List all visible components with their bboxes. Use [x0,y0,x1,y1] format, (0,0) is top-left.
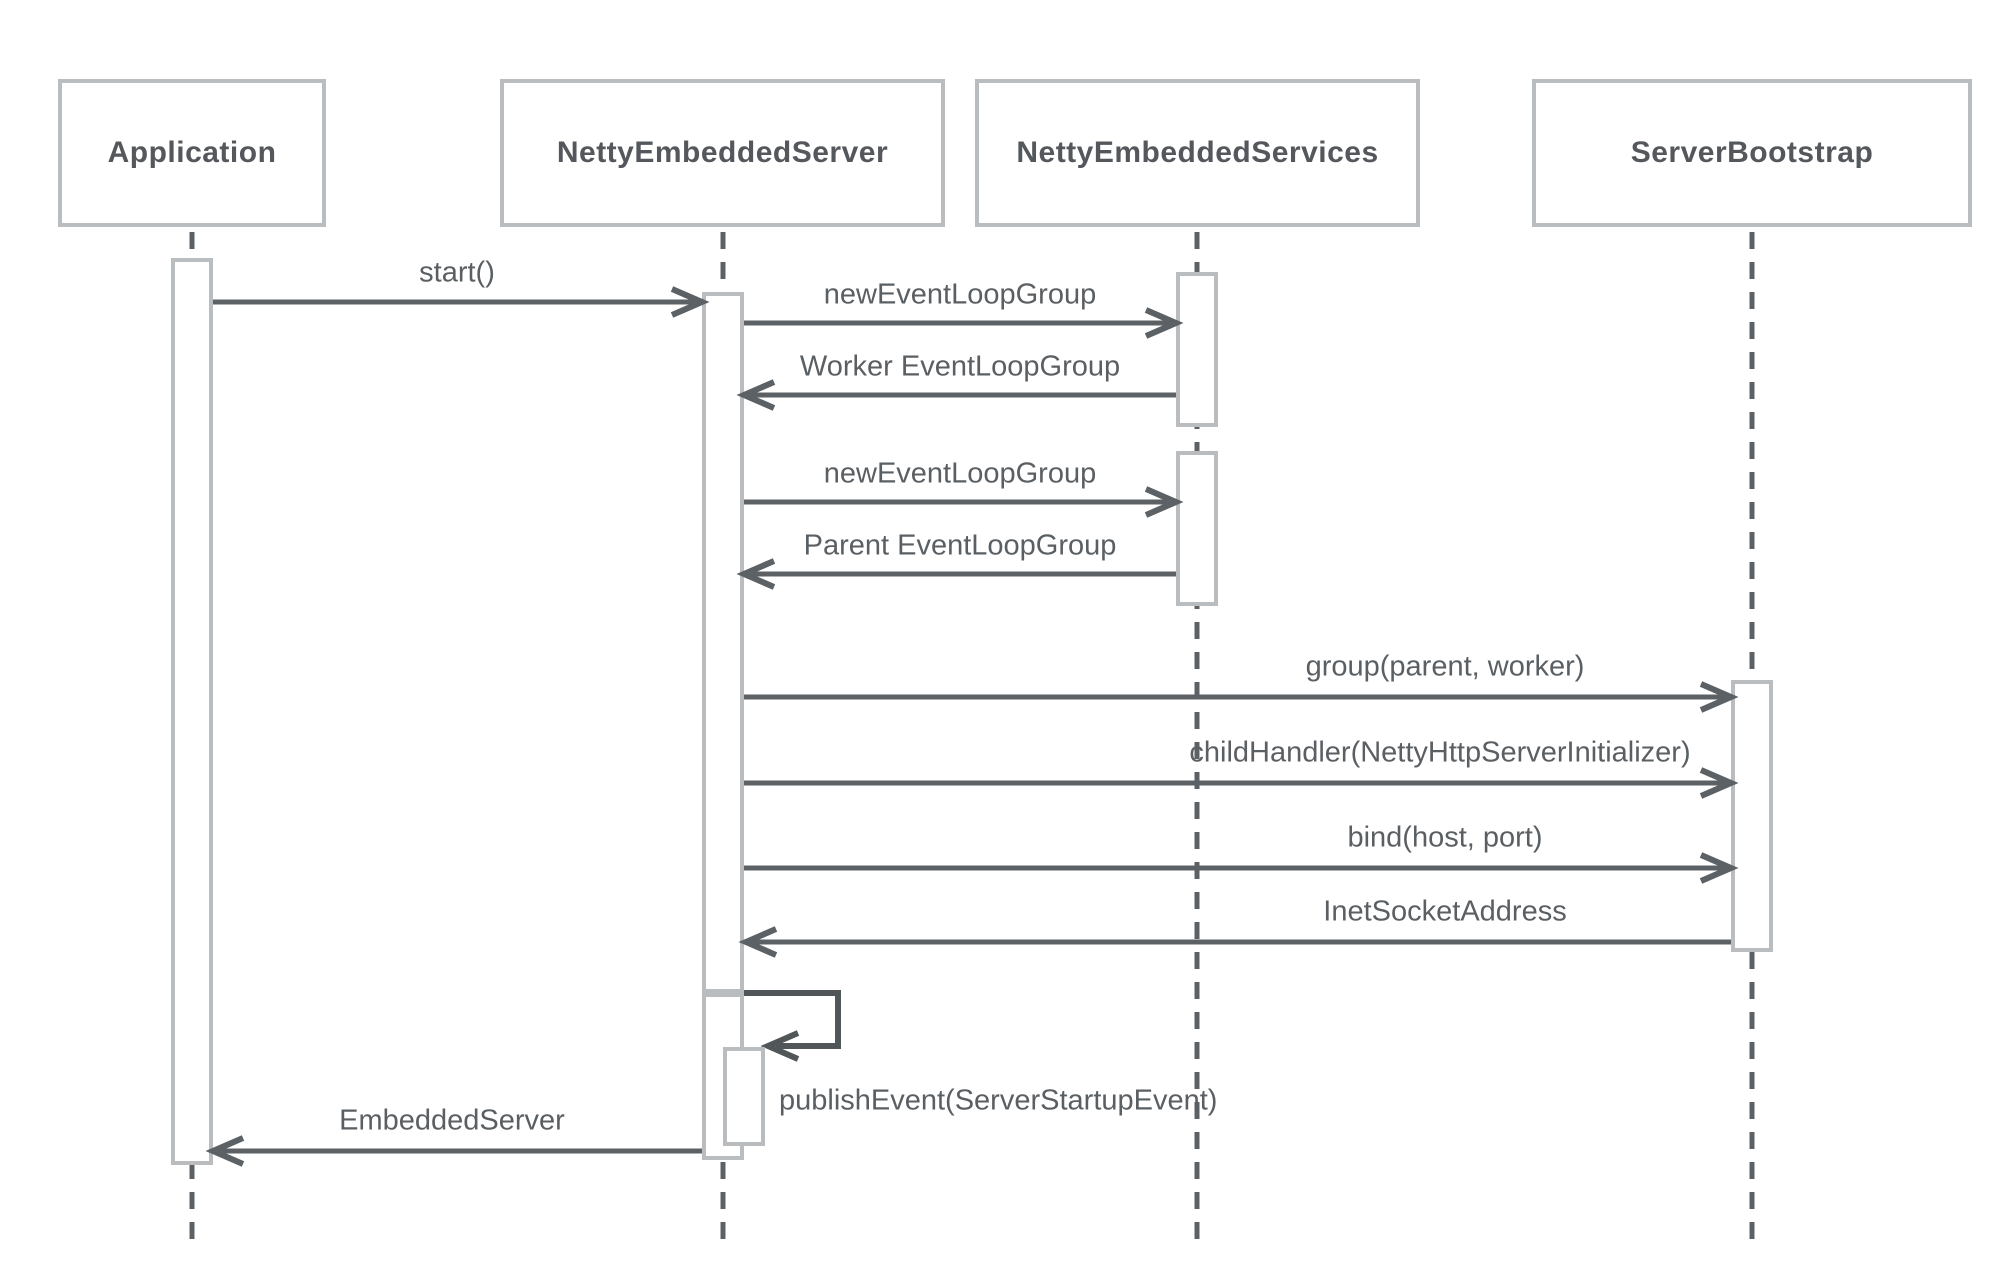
message-label-publishevent: publishEvent(ServerStartupEvent) [779,1084,1218,1117]
arrowhead-new-elg-worker [1144,307,1184,339]
message-label-new-elg-parent: newEventLoopGroup [823,457,1097,490]
activation-server-main [702,292,744,993]
message-label-bind: bind(host, port) [1347,821,1543,854]
arrowhead-self-call [760,1030,800,1062]
arrowhead-start [670,286,710,318]
activation-services-parent [1176,451,1218,606]
message-label-group: group(parent, worker) [1305,650,1585,683]
participant-server-bootstrap-name: ServerBootstrap [1630,136,1874,169]
arrowhead-worker-elg-return [736,379,776,411]
message-label-start: start() [419,256,495,289]
message-label-worker-elg-return: Worker EventLoopGroup [799,350,1121,383]
arrowhead-childhandler [1699,767,1739,799]
message-label-inetsocketaddress: InetSocketAddress [1323,895,1567,928]
arrowhead-bind [1699,852,1739,884]
participant-server-bootstrap: ServerBootstrap [1532,79,1972,227]
participant-application: Application [58,79,326,227]
participant-netty-embedded-server: NettyEmbeddedServer [500,79,945,227]
arrowhead-parent-elg-return [736,558,776,590]
participant-netty-embedded-services: NettyEmbeddedServices [975,79,1420,227]
message-label-embeddedserver: EmbeddedServer [339,1104,565,1137]
activation-services-worker [1176,272,1218,427]
message-label-childhandler: childHandler(NettyHttpServerInitializer) [1189,736,1691,769]
arrowhead-embeddedserver [205,1135,245,1167]
message-arrow-self-call [744,990,841,1049]
arrowhead-inetsocketaddress [738,926,778,958]
message-label-new-elg-worker: newEventLoopGroup [823,278,1097,311]
activation-application [171,258,213,1165]
activation-server-bootstrap [1731,680,1773,952]
participant-netty-embedded-services-name: NettyEmbeddedServices [1016,136,1379,169]
arrowhead-new-elg-parent [1144,486,1184,518]
participant-netty-embedded-server-name: NettyEmbeddedServer [556,136,889,169]
message-label-parent-elg-return: Parent EventLoopGroup [803,529,1117,562]
arrowhead-group [1699,681,1739,713]
activation-server-publish-event [723,1047,765,1146]
participant-application-name: Application [107,136,277,169]
